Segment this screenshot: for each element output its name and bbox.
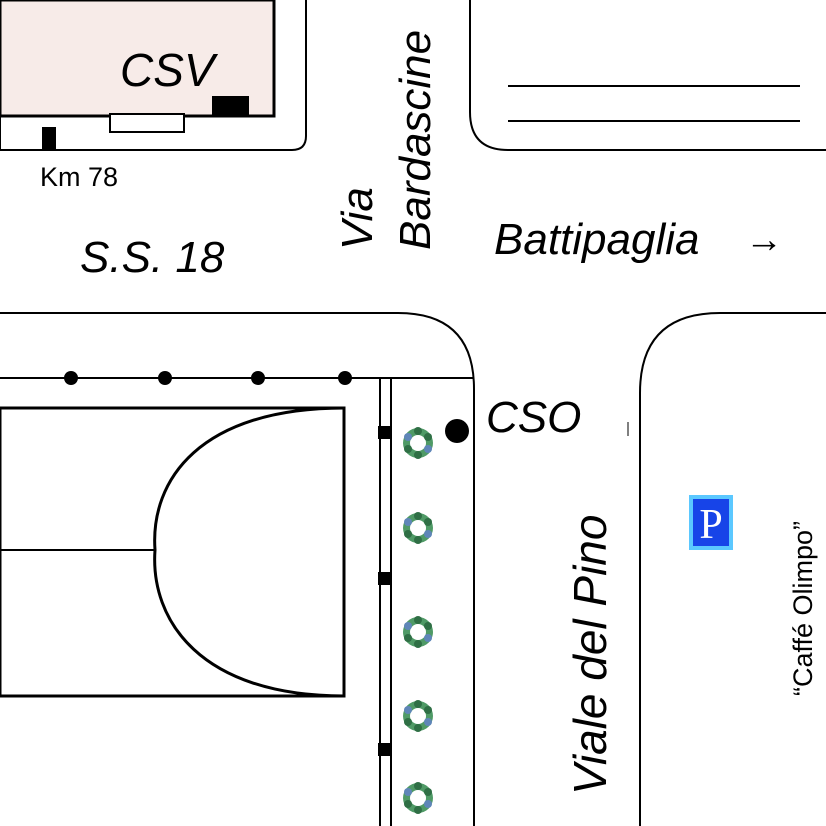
tree-icon [403,427,433,459]
csv-label: CSV [120,44,219,96]
sidewalk-post [378,426,391,439]
street-via-label: Via [333,187,382,250]
highway-label: S.S. 18 [80,233,225,282]
fence-post [158,371,172,385]
cso-marker-icon [445,419,469,443]
tree-icon [403,616,433,648]
tree-icon [403,512,433,544]
street-bardascine-label: Bardascine [391,30,440,250]
parking-icon: P [689,495,733,550]
direction-label: Battipaglia [494,215,699,264]
cafe-label: “Caffé Olimpo” [788,521,818,696]
tree-icon [403,700,433,732]
block-bottom-left [0,312,475,826]
sidewalk-posts [378,426,391,756]
block-bottom-right [627,312,826,826]
sports-court [0,406,346,698]
csv-gate [109,113,185,133]
cso-label: CSO [486,393,581,442]
block-top-left [0,0,307,151]
tree-icon [403,782,433,814]
km-marker [42,127,56,151]
fence-post [64,371,78,385]
fence-posts [64,371,352,385]
fence-post [338,371,352,385]
fence-post [251,371,265,385]
sidewalk-post [378,743,391,756]
km-label: Km 78 [40,162,118,192]
sidewalk-post [378,572,391,585]
block-top-right [469,0,826,151]
csv-block [212,96,249,116]
parking-label: P [699,502,722,548]
viale-label: Viale del Pino [564,515,616,795]
arrow-right-icon: → [745,219,783,261]
trees [403,427,433,814]
